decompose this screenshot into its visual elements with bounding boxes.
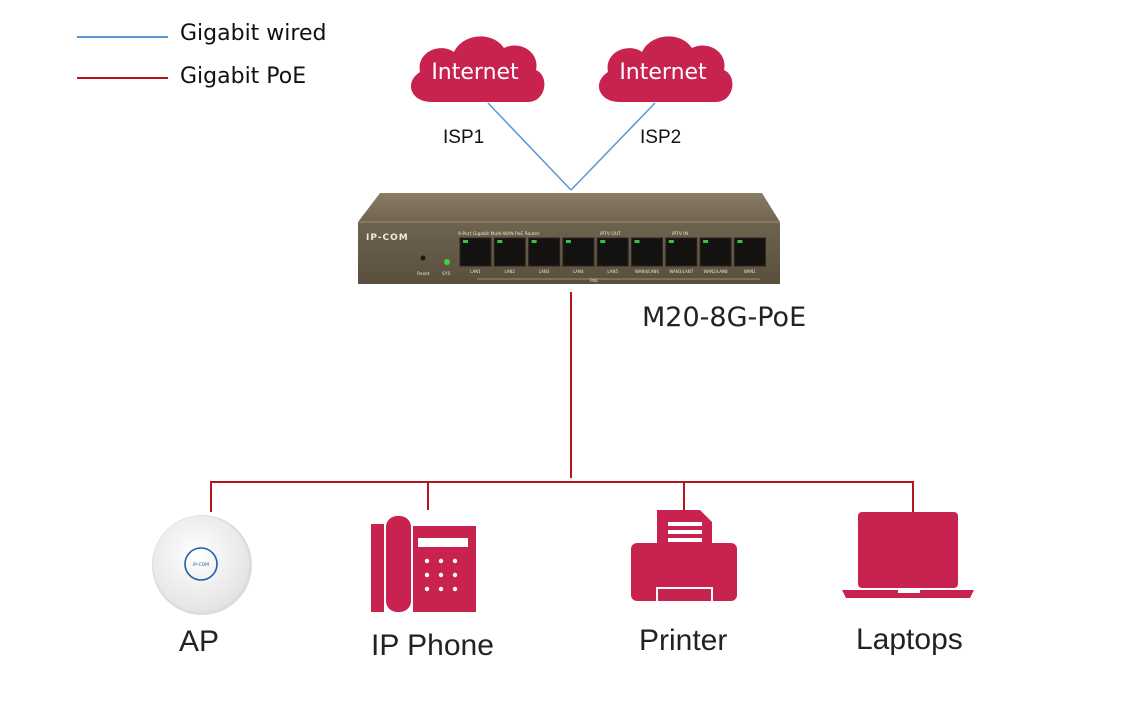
router-brand-logo: IP-COM [366, 233, 409, 243]
isp1-link [487, 102, 572, 191]
port-led [634, 240, 640, 243]
legend-poe-label: Gigabit PoE [180, 64, 307, 89]
port-led [668, 240, 674, 243]
router-port-label: LAN3 [539, 269, 550, 274]
port-led [737, 240, 743, 243]
device-label-ip-phone: IP Phone [371, 629, 494, 662]
reset-button [420, 255, 426, 261]
port-led [463, 240, 468, 243]
router-port [528, 237, 561, 267]
port-led [497, 240, 503, 243]
poe-bus [210, 481, 914, 512]
device-label-laptops: Laptops [856, 623, 963, 656]
router-panel-title: 9-Port Gigabit Multi-WAN PoE Router [458, 231, 540, 237]
port-led [703, 240, 709, 243]
port-led [600, 240, 606, 243]
router-port-group: LAN1 LAN2 LAN3 LAN4 LAN5 WAN4/LAN6 WAN3/LAN7 WA… [459, 237, 766, 274]
isp2-link [570, 102, 656, 191]
router-port-label: WAN3/LAN7 [669, 269, 693, 274]
device-label-ap: AP [179, 625, 220, 658]
router-model-label: M20-8G-PoE [642, 302, 807, 333]
isp2-label: ISP2 [640, 127, 682, 148]
router-port-label: LAN2 [505, 269, 516, 274]
router-iptv-out: IPTV OUT [600, 231, 621, 237]
router-port-label: LAN4 [573, 269, 584, 274]
router-port-label: WAN4/LAN6 [635, 269, 659, 274]
internet-cloud-2 [598, 36, 733, 102]
port-led [531, 240, 537, 243]
router-port [631, 237, 663, 267]
cloud-1-label: Internet [431, 60, 519, 85]
printer-icon [631, 510, 737, 603]
access-point-icon: IP-COM [152, 515, 252, 615]
router-port-label: LAN1 [470, 269, 481, 274]
router-poe-label: PoE [590, 278, 598, 284]
internet-cloud-1 [410, 36, 545, 102]
isp1-label: ISP1 [443, 127, 485, 148]
router-reset-label: Reset [417, 271, 430, 277]
ip-phone-icon [371, 516, 476, 612]
ap-logo: IP-COM [193, 562, 209, 568]
router-port-label: LAN5 [607, 269, 618, 274]
device-label-printer: Printer [639, 624, 728, 657]
router-port-label: WAN1 [744, 269, 756, 274]
router-device: IP-COM 9-Port Gigabit Multi-WAN PoE Rout… [358, 193, 780, 284]
port-led [565, 240, 571, 243]
router-port-label: WAN2/LAN8 [704, 269, 728, 274]
sys-led [444, 259, 450, 265]
legend-wired-label: Gigabit wired [180, 21, 327, 46]
laptop-icon [842, 512, 974, 598]
router-iptv-in: IPTV IN [672, 231, 688, 237]
cloud-2-label: Internet [619, 60, 707, 85]
router-sys-label: SYS [442, 271, 451, 277]
